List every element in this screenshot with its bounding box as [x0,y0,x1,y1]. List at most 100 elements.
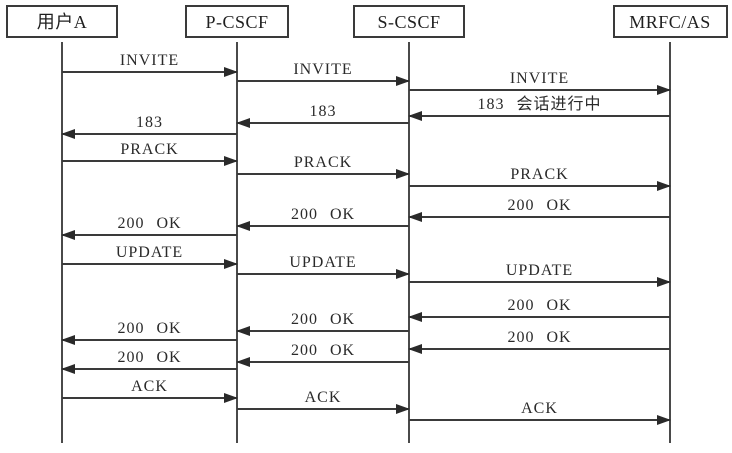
message-arrow: 200 OK [61,320,237,345]
message-arrow: 200 OK [236,342,409,367]
arrowhead-icon [224,393,238,403]
message-label: 200 OK [117,349,182,367]
arrowhead-icon [61,230,75,240]
arrowhead-icon [657,85,671,95]
arrowhead-icon [396,269,410,279]
message-line [409,216,670,218]
arrowhead-icon [224,67,238,77]
participant-box-p-cscf: P-CSCF [185,5,289,38]
message-line [409,281,670,283]
participant-label: P-CSCF [205,12,269,32]
message-label: INVITE [509,70,570,88]
message-line [409,348,670,350]
participant-label: 用户A [36,12,88,32]
message-arrow: INVITE [237,61,410,86]
participant-label: S-CSCF [377,12,441,32]
message-line [62,234,237,236]
message-line [62,71,237,73]
arrowhead-icon [657,277,671,287]
message-arrow: PRACK [62,141,238,166]
message-label: 200 OK [117,215,182,233]
message-arrow: ACK [409,400,671,425]
message-label: 183 [136,114,163,132]
message-arrow: UPDATE [237,254,410,279]
message-label: PRACK [293,154,353,172]
message-arrow: INVITE [409,70,671,95]
message-line [237,361,409,363]
message-line [62,133,237,135]
arrowhead-icon [408,111,422,121]
participant-label: MRFC/AS [629,12,711,32]
message-arrow: PRACK [237,154,410,179]
message-line [62,263,237,265]
message-line [409,185,670,187]
message-label: PRACK [120,141,179,159]
message-label: 183 [309,103,337,121]
participant-box-user-a: 用户A [6,5,118,38]
arrowhead-icon [408,344,422,354]
message-label: ACK [521,400,558,418]
message-label: 183 会话进行中 [477,96,602,114]
message-label: ACK [304,389,342,407]
message-line [409,316,670,318]
message-line [409,419,670,421]
message-arrow: 200 OK [236,206,409,231]
arrowhead-icon [61,129,75,139]
message-arrow: 200 OK [61,215,237,240]
message-label: 200 OK [290,206,356,224]
arrowhead-icon [61,335,75,345]
message-label: 200 OK [117,320,182,338]
message-label: 200 OK [290,342,356,360]
message-arrow: ACK [237,389,410,414]
message-label: UPDATE [289,254,357,272]
arrowhead-icon [408,212,422,222]
arrowhead-icon [396,76,410,86]
message-arrow: 200 OK [236,311,409,336]
message-arrow: 200 OK [408,329,670,354]
arrowhead-icon [236,118,250,128]
message-line [237,80,409,82]
message-label: INVITE [119,52,180,70]
arrowhead-icon [236,221,250,231]
message-label: UPDATE [505,262,574,280]
arrowhead-icon [396,169,410,179]
arrowhead-icon [657,181,671,191]
message-arrow: 183 [61,114,237,139]
message-line [409,89,670,91]
message-label: 200 OK [507,329,572,347]
lifeline-p-cscf [236,42,238,443]
arrowhead-icon [396,404,410,414]
arrowhead-icon [657,415,671,425]
message-label: INVITE [293,61,353,79]
message-arrow: ACK [62,378,238,403]
message-arrow: 200 OK [408,297,670,322]
lifeline-mrfc-as [669,42,671,443]
arrowhead-icon [408,312,422,322]
lifeline-user-a [61,42,63,443]
message-label: PRACK [510,166,569,184]
arrowhead-icon [236,357,250,367]
message-arrow: 183 [236,103,409,128]
arrowhead-icon [236,326,250,336]
message-line [237,173,409,175]
message-line [62,339,237,341]
message-arrow: UPDATE [409,262,671,287]
message-line [62,160,237,162]
participant-box-mrfc-as: MRFC/AS [612,5,728,38]
message-line [237,273,409,275]
message-arrow: INVITE [62,52,238,77]
message-label: 200 OK [290,311,356,329]
message-arrow: 200 OK [61,349,237,374]
message-line [237,330,409,332]
message-line [62,368,237,370]
message-arrow: 183 会话进行中 [408,96,670,121]
message-label: UPDATE [115,244,184,262]
arrowhead-icon [224,156,238,166]
message-line [237,225,409,227]
message-arrow: PRACK [409,166,671,191]
message-line [409,115,670,117]
participant-box-s-cscf: S-CSCF [353,5,465,38]
message-label: 200 OK [507,197,572,215]
message-arrow: 200 OK [408,197,670,222]
